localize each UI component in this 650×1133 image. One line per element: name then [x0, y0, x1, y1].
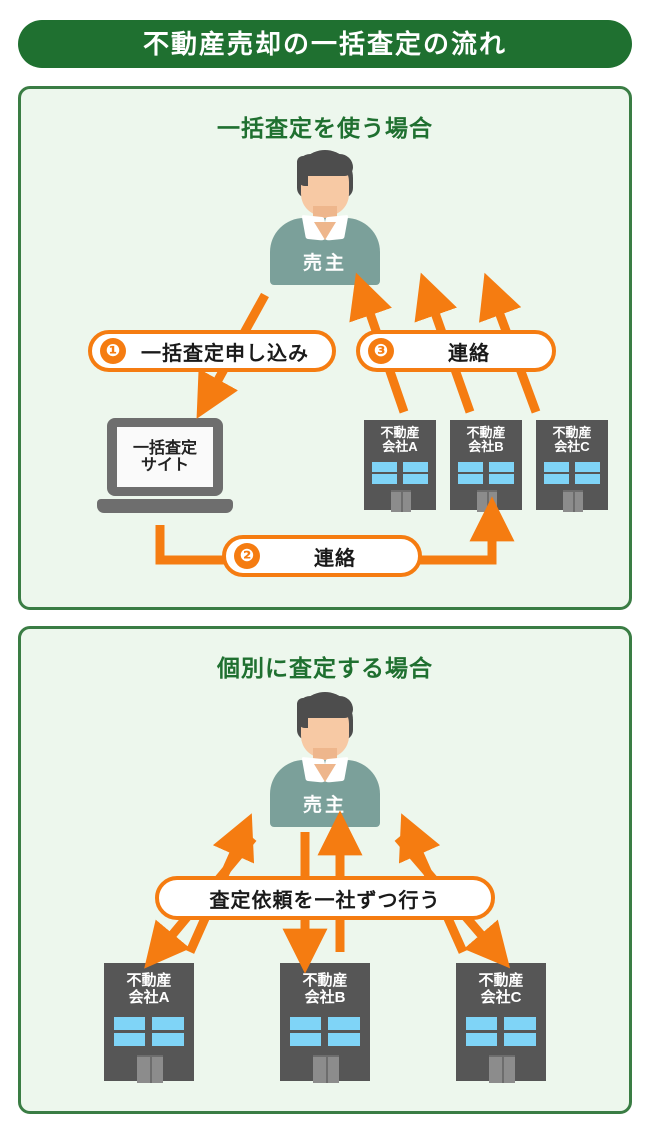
windows-group [113, 1017, 185, 1049]
door-icon [563, 490, 583, 512]
company-building-b-top: 不動産 会社B [450, 420, 522, 512]
window [289, 1033, 322, 1047]
site-label-line1: 一括査定 [132, 439, 197, 457]
step-2-number: ❷ [234, 543, 260, 569]
door-icon [477, 490, 497, 512]
windows-group [371, 462, 429, 486]
page-title-banner: 不動産売却の一括査定の流れ [18, 20, 632, 68]
window [328, 1033, 361, 1047]
seller-label: 売主 [302, 253, 347, 274]
page-title: 不動産売却の一括査定の流れ [142, 29, 507, 59]
window [488, 462, 515, 472]
assessment-site-laptop: 一括査定 サイト [97, 418, 233, 516]
company-a-line2: 会社A [382, 439, 418, 455]
window [289, 1017, 322, 1030]
company-a-name: 不動産 会社A [104, 972, 194, 1006]
window [402, 462, 429, 472]
window [465, 1033, 498, 1047]
window [543, 462, 570, 472]
individual-request-label: 査定依頼を一社ずつ行う [209, 889, 441, 912]
company-a-line2: 会社A [128, 988, 170, 1006]
company-building-c-bottom: 不動産 会社C [456, 963, 546, 1083]
seller-label: 売主 [302, 795, 347, 816]
door-icon [137, 1055, 163, 1083]
company-a-line1: 不動産 [380, 425, 420, 440]
windows-group [543, 462, 601, 486]
seller-figure-individual: 売主 [250, 692, 400, 827]
company-b-line2: 会社B [304, 988, 346, 1006]
window [457, 462, 484, 472]
laptop-lid: 一括査定 サイト [107, 418, 223, 496]
hair-side-icon [297, 156, 308, 186]
company-c-line1: 不動産 [478, 972, 524, 989]
company-b-name: 不動産 会社B [280, 972, 370, 1006]
step-2-label: 連絡 [314, 547, 356, 570]
company-building-b-bottom: 不動産 会社B [280, 963, 370, 1083]
window [152, 1017, 185, 1030]
window [371, 474, 398, 485]
window [574, 474, 601, 485]
company-c-line2: 会社C [480, 988, 522, 1006]
individual-request-pill: 査定依頼を一社ずつ行う [155, 876, 495, 920]
company-c-name: 不動産 会社C [536, 425, 608, 455]
door-icon [313, 1055, 339, 1083]
company-a-line1: 不動産 [126, 972, 172, 989]
windows-group [457, 462, 515, 486]
window [574, 462, 601, 472]
window [504, 1033, 537, 1047]
window [543, 474, 570, 485]
seller-figure-bulk: 売主 [250, 150, 400, 285]
window [488, 474, 515, 485]
hair-front-icon [297, 696, 353, 718]
company-a-name: 不動産 会社A [364, 425, 436, 455]
step-1-label: 一括査定申し込み [141, 342, 309, 365]
company-building-c-top: 不動産 会社C [536, 420, 608, 512]
panel-heading-individual: 個別に査定する場合 [217, 655, 433, 681]
panel-heading-bulk: 一括査定を使う場合 [217, 115, 433, 141]
hair-front-icon [297, 154, 353, 176]
company-b-line1: 不動産 [466, 425, 506, 440]
site-label-line2: サイト [140, 457, 189, 474]
hair-side-icon [297, 698, 308, 728]
window [152, 1033, 185, 1047]
step-2-pill: ❷ 連絡 [222, 535, 422, 577]
window [504, 1017, 537, 1030]
windows-group [465, 1017, 537, 1049]
company-b-line2: 会社B [468, 439, 504, 455]
window [371, 462, 398, 472]
company-b-line1: 不動産 [302, 972, 348, 989]
company-c-line1: 不動産 [552, 425, 592, 440]
window [457, 474, 484, 485]
laptop-base [97, 499, 233, 513]
door-icon [391, 490, 411, 512]
window [465, 1017, 498, 1030]
company-b-name: 不動産 会社B [450, 425, 522, 455]
step-3-number: ❸ [368, 338, 394, 364]
window [328, 1017, 361, 1030]
windows-group [289, 1017, 361, 1049]
company-c-line2: 会社C [554, 439, 590, 455]
step-1-pill: ❶ 一括査定申し込み [88, 330, 336, 372]
door-icon [489, 1055, 515, 1083]
window [402, 474, 429, 485]
laptop-screen: 一括査定 サイト [117, 427, 213, 487]
step-3-label: 連絡 [448, 342, 490, 365]
company-building-a-bottom: 不動産 会社A [104, 963, 194, 1083]
company-c-name: 不動産 会社C [456, 972, 546, 1006]
window [113, 1033, 146, 1047]
window [113, 1017, 146, 1030]
step-1-number: ❶ [100, 338, 126, 364]
company-building-a-top: 不動産 会社A [364, 420, 436, 512]
step-3-pill: ❸ 連絡 [356, 330, 556, 372]
